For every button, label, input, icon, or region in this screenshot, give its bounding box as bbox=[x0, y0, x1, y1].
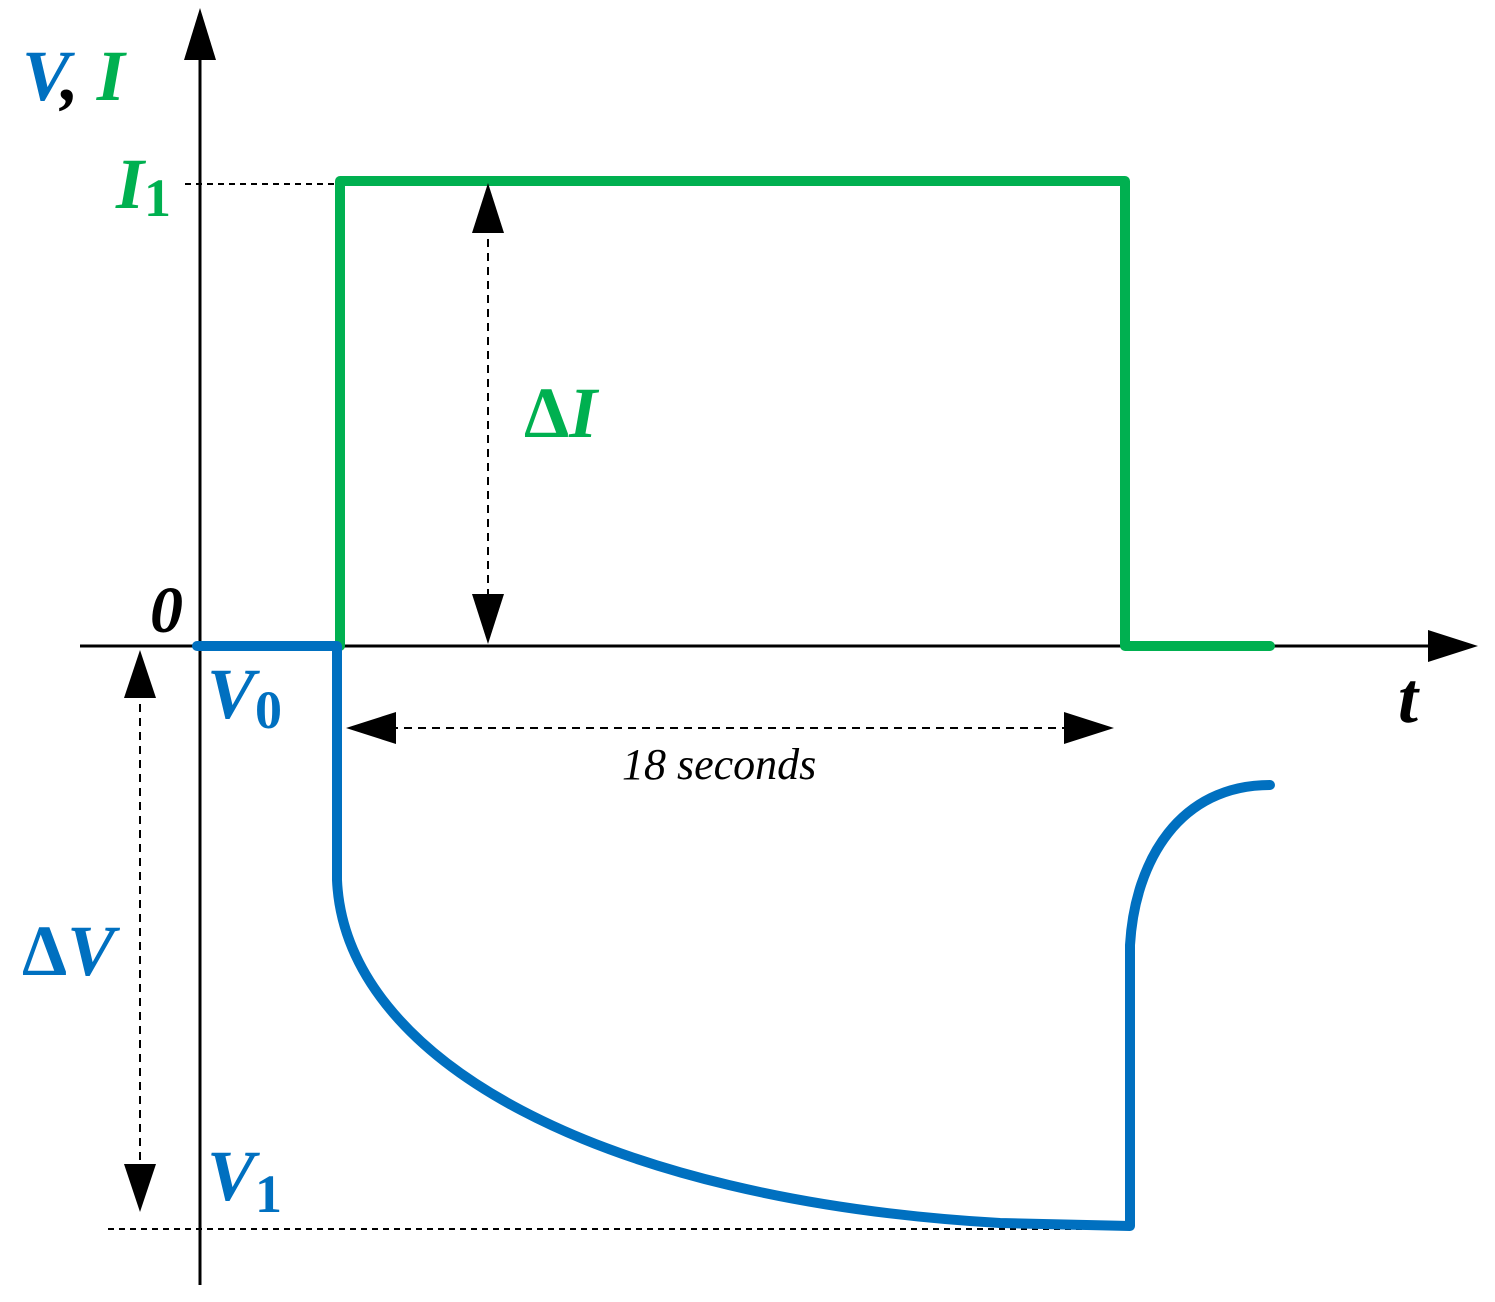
delta-i-arrow-down-icon bbox=[472, 594, 504, 644]
delta-i-arrow-up-icon bbox=[472, 183, 504, 233]
v0-label: V0 bbox=[207, 654, 282, 740]
duration-arrow-left-icon bbox=[346, 712, 396, 744]
i1-label: I1 bbox=[115, 144, 171, 228]
delta-i-label: ΔI bbox=[524, 373, 600, 453]
v1-label: V1 bbox=[207, 1136, 282, 1224]
x-axis-arrow-icon bbox=[1428, 630, 1478, 662]
voltage-response bbox=[192, 641, 1275, 1231]
duration-arrow-right-icon bbox=[1064, 712, 1114, 744]
delta-v-label: ΔV bbox=[22, 911, 120, 991]
current-pulse bbox=[335, 176, 1275, 651]
duration-label: 18 seconds bbox=[622, 740, 816, 789]
y-axis-label: V, I bbox=[22, 36, 128, 116]
y-axis-arrow-icon bbox=[184, 8, 216, 60]
origin-label: 0 bbox=[150, 574, 183, 647]
delta-v-arrow-down-icon bbox=[124, 1164, 156, 1212]
x-axis-label: t bbox=[1398, 658, 1420, 738]
delta-v-arrow-up-icon bbox=[124, 650, 156, 698]
